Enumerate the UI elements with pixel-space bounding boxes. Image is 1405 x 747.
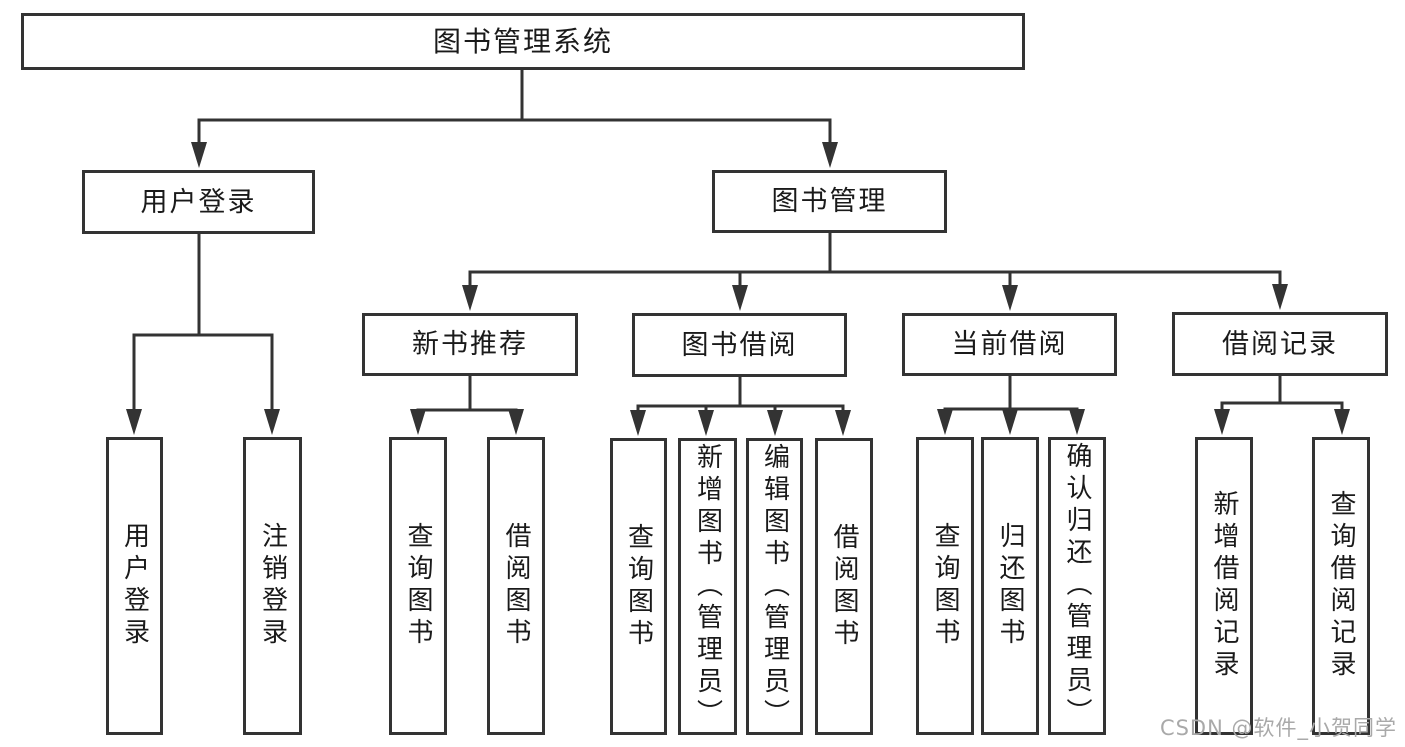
node-label-book-mgmt: 图书管理 bbox=[771, 186, 888, 217]
node-label-logout: 注销登录 bbox=[257, 522, 288, 650]
node-borrow-rec: 借阅记录 bbox=[1172, 312, 1388, 376]
node-root: 图书管理系统 bbox=[21, 13, 1025, 70]
node-label-bb-borrow-book: 借阅图书 bbox=[829, 522, 859, 651]
node-label-nr-query-book: 查询图书 bbox=[403, 522, 433, 650]
node-label-br-add-record: 新增借阅记录 bbox=[1209, 490, 1239, 682]
node-bb-query-book: 查询图书 bbox=[610, 438, 667, 735]
node-book-mgmt: 图书管理 bbox=[712, 170, 947, 233]
node-login: 用户登录 bbox=[106, 437, 163, 735]
node-label-br-query-record: 查询借阅记录 bbox=[1326, 490, 1356, 682]
node-cb-return-book: 归还图书 bbox=[981, 437, 1039, 735]
node-bb-borrow-book: 借阅图书 bbox=[815, 438, 873, 735]
node-label-cb-query-book: 查询图书 bbox=[930, 522, 960, 650]
node-nr-query-book: 查询图书 bbox=[389, 437, 447, 735]
node-curr-borrow: 当前借阅 bbox=[902, 313, 1117, 376]
node-label-root: 图书管理系统 bbox=[432, 24, 613, 58]
node-label-cb-confirm-return: 确认归还（管理员） bbox=[1062, 442, 1092, 730]
node-label-new-rec: 新书推荐 bbox=[412, 329, 528, 360]
node-book-borrow: 图书借阅 bbox=[632, 313, 847, 377]
node-label-bb-add-book: 新增图书（管理员） bbox=[692, 442, 723, 731]
node-new-rec: 新书推荐 bbox=[362, 313, 578, 376]
watermark: CSDN @软件_小贺同学 bbox=[1159, 716, 1397, 740]
node-label-user-login: 用户登录 bbox=[140, 186, 257, 218]
node-cb-confirm-return: 确认归还（管理员） bbox=[1048, 437, 1106, 735]
node-logout: 注销登录 bbox=[243, 437, 302, 735]
node-label-curr-borrow: 当前借阅 bbox=[951, 329, 1068, 360]
node-br-query-record: 查询借阅记录 bbox=[1312, 437, 1370, 735]
node-label-login: 用户登录 bbox=[119, 522, 150, 650]
node-label-bb-query-book: 查询图书 bbox=[623, 522, 654, 651]
node-bb-edit-book: 编辑图书（管理员） bbox=[746, 438, 803, 735]
node-label-book-borrow: 图书借阅 bbox=[681, 329, 798, 361]
node-label-nr-borrow-book: 借阅图书 bbox=[501, 522, 531, 650]
node-label-cb-return-book: 归还图书 bbox=[995, 522, 1025, 650]
node-bb-add-book: 新增图书（管理员） bbox=[678, 438, 737, 735]
node-label-borrow-rec: 借阅记录 bbox=[1222, 328, 1338, 360]
node-user-login: 用户登录 bbox=[82, 170, 315, 234]
node-cb-query-book: 查询图书 bbox=[916, 437, 974, 735]
node-nr-borrow-book: 借阅图书 bbox=[487, 437, 545, 735]
node-br-add-record: 新增借阅记录 bbox=[1195, 437, 1253, 735]
node-label-bb-edit-book: 编辑图书（管理员） bbox=[759, 442, 790, 731]
